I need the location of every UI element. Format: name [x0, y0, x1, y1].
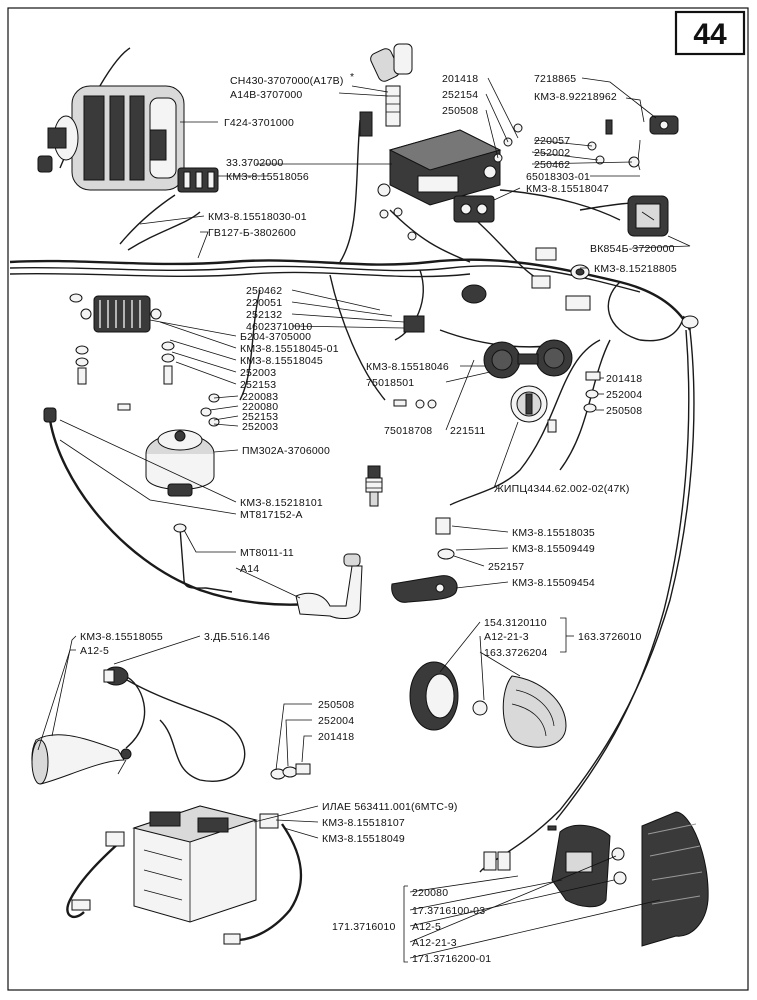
label-tail-lamp-assembly: 171.3716010: [332, 921, 396, 933]
label-connector-plate: КМЗ-8.15518056: [226, 171, 309, 183]
label-brake-switch: ВК854Б-3720000: [590, 243, 675, 255]
fuse-holder-icon: [637, 115, 679, 171]
headlight-icon: [409, 661, 567, 748]
label-plug-db516: 3.ДБ.516.146: [204, 631, 270, 643]
buzzer-horn-icon: [31, 666, 246, 785]
label-generator: Г424-3701000: [224, 117, 294, 129]
label-washer-252003-b: 252003: [242, 421, 278, 433]
label-washer-252154: 252154: [442, 89, 478, 101]
label-plug-cap-a14: А14: [240, 563, 259, 575]
horn-icon: [145, 429, 215, 497]
label-washer-252004: 252004: [606, 389, 642, 401]
label-lead-15218101: КМЗ-8.15218101: [240, 497, 323, 509]
mounting-bracket-icon: [391, 575, 458, 603]
hv-cable-icon: [43, 407, 311, 606]
label-grommet-65018303: 65018303-01: [526, 171, 590, 183]
label-bolt-201418-b: 201418: [606, 373, 642, 385]
label-washer-252003: 252003: [240, 367, 276, 379]
label-nut-250462: 250462: [534, 159, 570, 171]
label-nut-250508: 250508: [442, 105, 478, 117]
bolt-set-icon: [435, 371, 601, 560]
label-lead-15518107: КМЗ-8.15518107: [322, 817, 405, 829]
label-headlight-assembly: 163.3726010: [578, 631, 642, 643]
label-washer-252004-b: 252004: [318, 715, 354, 727]
label-headlight-rim: 154.3120110: [484, 617, 547, 629]
rubber-cap-pair-icon: [483, 339, 573, 379]
label-lens-163: 163.3726204: [484, 647, 548, 659]
tail-lamp-icon: [483, 811, 709, 947]
label-spark-plug-tip: А14В-3707000: [230, 89, 302, 101]
label-spark-plug-cap-mark: *: [350, 71, 354, 83]
label-spark-plug-cap: СН430-3707000(А17В): [230, 75, 344, 87]
label-part-46023710010: 46023710010: [246, 321, 312, 333]
label-fuse-holder: КМЗ-8.92218962: [534, 91, 617, 103]
page-number-box: [674, 10, 746, 56]
label-fitting-7218865: 7218865: [534, 73, 576, 85]
part-number-labels: СН430-3707000(А17В) * А14В-3707000 Г424-…: [80, 71, 677, 965]
spark-plug-icon: [365, 465, 383, 507]
label-lead-15518035: КМЗ-8.15518035: [512, 527, 595, 539]
terminal-block-icon: [453, 195, 495, 223]
label-bracket-15509454: КМЗ-8.15509454: [512, 577, 595, 589]
label-harness: ГВ127-Б-3802600: [208, 227, 296, 239]
plug-cap-icon: [173, 523, 363, 619]
label-battery: ИЛАЕ 563411.001(6МТС-9): [322, 801, 458, 813]
label-bulb-a12-21-3-b: А12-21-3: [412, 937, 457, 949]
leader-lines: [37, 77, 691, 963]
label-screw-220080: 220080: [242, 401, 278, 413]
label-screw-220080-b: 220080: [412, 887, 448, 899]
label-washer-252153: 252153: [240, 379, 276, 391]
label-bulb-a12-5-b: А12-5: [412, 921, 441, 933]
label-lamp-housing: 17.3716100-03: [412, 905, 485, 917]
label-washer-252132: 252132: [246, 309, 282, 321]
washer-stack-icon: [69, 293, 437, 427]
label-lead-15518046: КМЗ-8.15518046: [366, 361, 449, 373]
connector-plate-icon: [177, 167, 219, 193]
label-washer-252153-b: 252153: [242, 411, 278, 423]
ignition-switch-icon: [510, 385, 557, 433]
label-ignition-switch: ЖИПЦ4344.62.002-02(47К): [494, 483, 630, 495]
label-screw-221511: 221511: [450, 425, 485, 437]
label-hv-cable: МТ817152-А: [240, 509, 303, 521]
label-cap-75018708: 75018708: [384, 425, 432, 437]
label-washer-252002: 252002: [534, 147, 570, 159]
label-screw-220083: 220083: [242, 391, 278, 403]
battery-icon: [132, 805, 258, 923]
label-nut-250508-b: 250508: [606, 405, 642, 417]
label-cap-75018501: 75018501: [366, 377, 414, 389]
label-screw-220051: 220051: [246, 297, 282, 309]
label-ground-lead: КМЗ-8.15518030-01: [208, 211, 307, 223]
wire-connector-icon: [403, 247, 591, 333]
label-regulator: 33.3702000: [226, 157, 283, 169]
label-clip-mt8011: МТ8011-11: [240, 547, 294, 559]
fuse-block-icon: [80, 295, 162, 333]
label-washer-252157: 252157: [488, 561, 524, 573]
label-bulb-a12-21-3: А12-21-3: [484, 631, 529, 643]
label-part-15509449: КМЗ-8.15509449: [512, 543, 595, 555]
label-lead-15518055: КМЗ-8.15518055: [80, 631, 163, 643]
label-screw-220057: 220057: [534, 135, 570, 147]
label-lens-171: 171.3716200-01: [412, 953, 491, 965]
brake-switch-icon: [627, 195, 669, 237]
generator-icon: [37, 85, 185, 191]
label-nut-250508-c: 250508: [318, 699, 354, 711]
grommet-icon: [570, 264, 699, 329]
spark-plug-cap-icon: [359, 43, 413, 137]
terminal-bolt-icon: [270, 763, 311, 780]
voltage-regulator-icon: [377, 129, 502, 206]
label-nut-250462-b: 250462: [246, 285, 282, 297]
label-fuse-block: Б204-3705000: [240, 331, 311, 343]
label-bolt-201418-c: 201418: [318, 731, 354, 743]
label-terminal-block: КМЗ-8.15518047: [526, 183, 609, 195]
label-bolt-201418: 201418: [442, 73, 478, 85]
label-horn: ПМ302А-3706000: [242, 445, 330, 457]
page-number: 44: [693, 18, 727, 51]
label-lead-15518049: КМЗ-8.15518049: [322, 833, 405, 845]
label-lead-15518045-01: КМЗ-8.15518045-01: [240, 343, 339, 355]
label-lead-15518045: КМЗ-8.15518045: [240, 355, 323, 367]
label-grommet: КМЗ-8.15218805: [594, 263, 677, 275]
page-frame: [7, 7, 749, 991]
label-bulb-a12-5: А12-5: [80, 645, 109, 657]
